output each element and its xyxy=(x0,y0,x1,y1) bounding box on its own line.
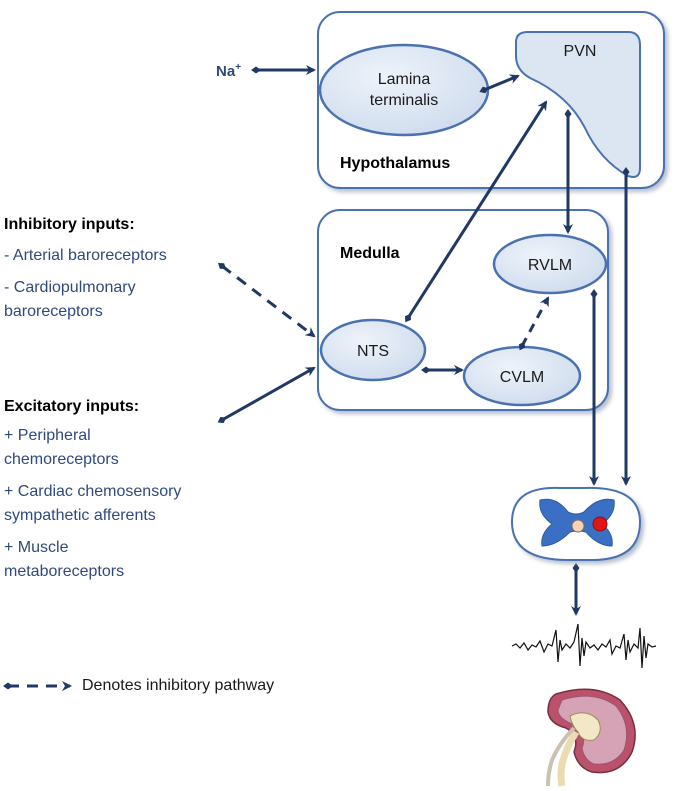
cvlm-label: CVLM xyxy=(500,369,544,386)
inhibitory-input-item: - Cardiopulmonary xyxy=(4,279,136,296)
lamina-terminalis-label-line2: terminalis xyxy=(370,92,438,109)
nts-label: NTS xyxy=(357,343,389,360)
excitatory-input-item: chemoreceptors xyxy=(4,451,119,468)
sympathetic-nerve-activity-trace xyxy=(511,623,657,669)
sodium-label: Na+ xyxy=(216,62,241,80)
kidney-illustration xyxy=(546,688,636,787)
motor-neuron-dot xyxy=(592,516,608,532)
sensory-neuron-dot xyxy=(571,519,585,533)
spinal-cord-cross-section xyxy=(510,486,642,561)
excitatory-input-item: + Cardiac chemosensory xyxy=(4,483,182,500)
inhibitory-input-item: - Arterial baroreceptors xyxy=(4,247,167,264)
pvn-label: PVN xyxy=(564,43,597,60)
rvlm-label: RVLM xyxy=(528,257,572,274)
excitatory-input-item: metaboreceptors xyxy=(4,563,125,580)
ureter xyxy=(557,730,579,787)
excitatory-input-item: + Peripheral xyxy=(4,427,91,444)
excitatory-input-item: sympathetic afferents xyxy=(4,507,156,524)
medulla-label: Medulla xyxy=(340,245,400,262)
kidney-pelvis xyxy=(569,712,601,741)
nts-node xyxy=(319,318,427,382)
inhibitory-input-item: baroreceptors xyxy=(4,303,103,320)
excitatory-inputs-panel: Excitatory inputs: + Peripheral chemorec… xyxy=(4,396,219,584)
arrow-lamina-to-pvn xyxy=(479,74,520,94)
pvn-node xyxy=(515,31,641,178)
excitatory-input-item: + Muscle xyxy=(4,539,69,556)
pathway-arrows xyxy=(217,65,631,616)
arrow-excitatory-inputs-to-nts xyxy=(217,366,316,424)
legend-label: Denotes inhibitory pathway xyxy=(82,677,275,694)
inhibitory-inputs-panel: Inhibitory inputs: - Arterial barorecept… xyxy=(4,214,219,324)
lamina-terminalis-node xyxy=(318,43,490,137)
arrow-inhibitory-inputs-to-nts xyxy=(218,262,316,338)
renal-vessels xyxy=(546,726,576,787)
lamina-terminalis-label-line1: Lamina xyxy=(378,71,431,88)
inhibitory-inputs-heading: Inhibitory inputs: xyxy=(4,216,135,233)
arrow-nts-to-pvn xyxy=(405,100,548,323)
hypothalamus-label: Hypothalamus xyxy=(340,155,450,172)
excitatory-inputs-heading: Excitatory inputs: xyxy=(4,398,140,415)
